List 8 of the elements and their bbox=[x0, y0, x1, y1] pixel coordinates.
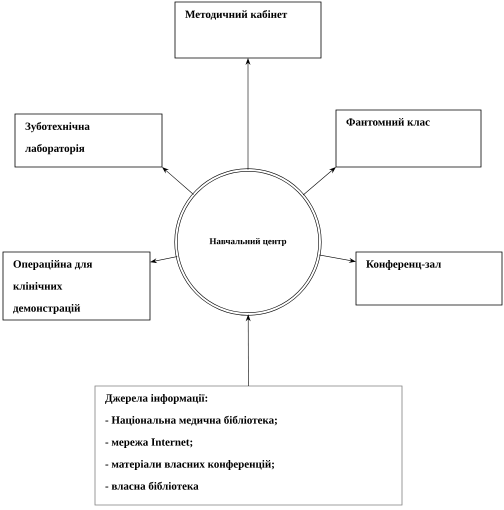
info-box: Джерела інформації: - Національна медична бібліотека; - мережа Internet; - матеріали власних конференцій; - власна бібліотека bbox=[94, 386, 402, 506]
label-box: Зуботехнічна лабораторія bbox=[14, 114, 162, 168]
label-box: Методичний кабінет bbox=[174, 2, 322, 58]
arrow bbox=[162, 167, 194, 195]
label-box: Операційна для клінічних демонстрацій bbox=[2, 252, 150, 320]
label-box: Фантомний клас bbox=[336, 110, 482, 168]
arrow bbox=[302, 167, 336, 196]
label-box: Конференц-зал bbox=[356, 252, 502, 306]
